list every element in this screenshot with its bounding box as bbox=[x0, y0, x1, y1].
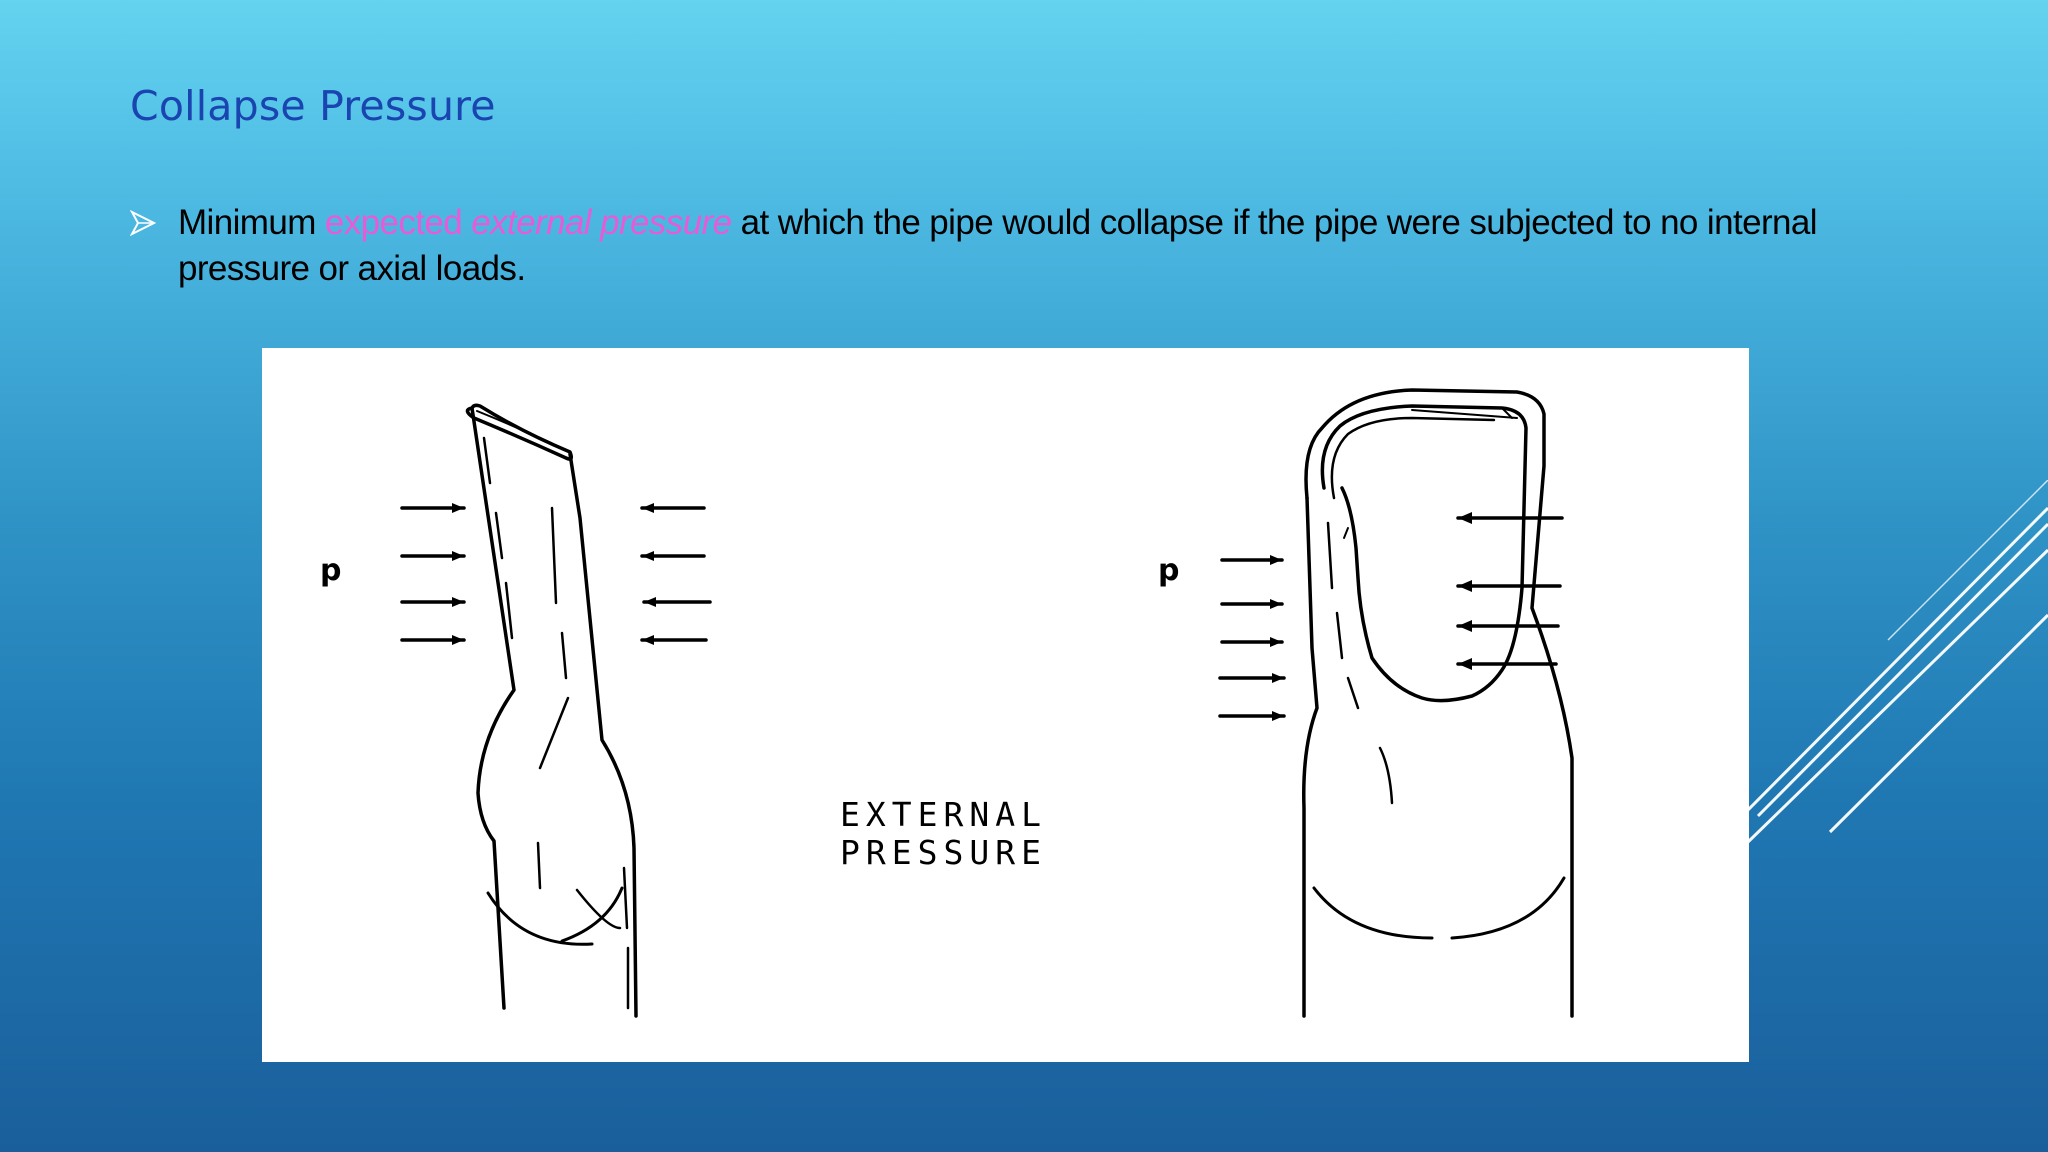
external-label-line1: EXTERNAL bbox=[840, 795, 1047, 834]
right-collapsed-pipe-drawing bbox=[1218, 388, 1574, 1018]
left-collapsed-pipe-drawing bbox=[400, 403, 712, 1018]
collapse-pressure-figure: p p EXTERNAL PRESSURE bbox=[262, 348, 1749, 1062]
right-pressure-label: p bbox=[1158, 553, 1179, 588]
bullet-lead-text: Minimum bbox=[178, 203, 325, 242]
left-pipe-right-arrows bbox=[640, 506, 712, 642]
bullet-arrow-icon bbox=[130, 200, 178, 246]
highlight-external-pressure: external pressure bbox=[471, 203, 732, 242]
right-pipe-left-arrows bbox=[1218, 558, 1286, 718]
slide-title: Collapse Pressure bbox=[130, 82, 496, 130]
external-label-line2: PRESSURE bbox=[840, 833, 1047, 872]
bullet-rest-text: at which the pipe would collapse if the … bbox=[178, 203, 1818, 288]
left-pipe-left-arrows bbox=[400, 506, 466, 642]
left-pressure-label: p bbox=[320, 553, 341, 588]
bullet-space bbox=[462, 203, 471, 242]
decorative-lines bbox=[1748, 480, 2048, 844]
right-pipe-internal-arrows bbox=[1456, 516, 1564, 666]
bullet-item: Minimum expected external pressure at wh… bbox=[130, 200, 1890, 292]
highlight-expected: expected bbox=[324, 203, 463, 242]
bullet-text: Minimum expected external pressure at wh… bbox=[178, 200, 1890, 292]
